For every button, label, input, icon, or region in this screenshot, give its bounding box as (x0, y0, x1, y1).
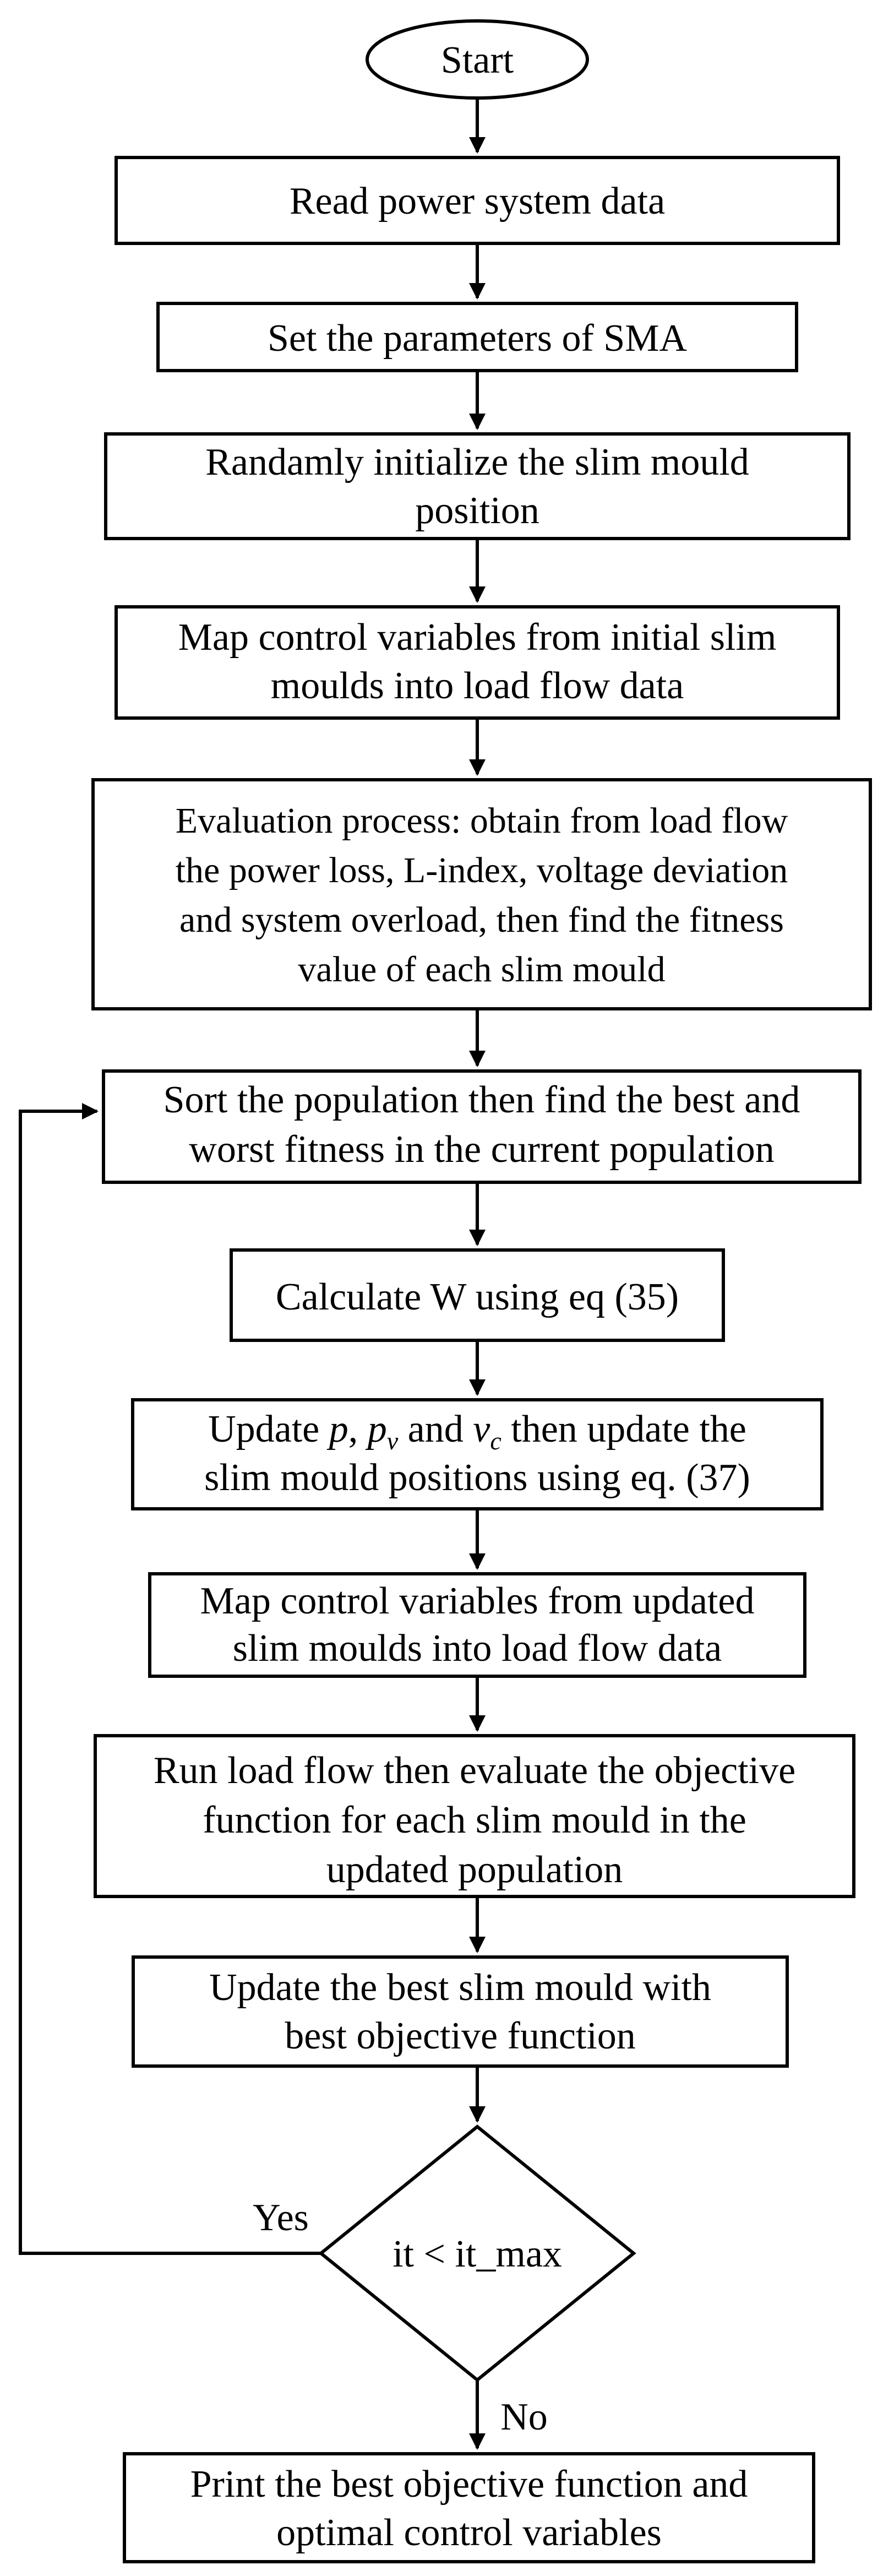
update-parameters-line-1: Update p, pv and vc then update the (208, 1408, 746, 1455)
map-updated-line-2: slim moulds into load flow data (233, 1627, 722, 1670)
map-initial-line-1: Map control variables from initial slim (178, 616, 777, 659)
calculate-w-step: Calculate W using eq (35) (230, 1248, 725, 1342)
evaluation-line-1: Evaluation process: obtain from load flo… (176, 801, 788, 841)
no-label: No (500, 2396, 548, 2438)
sort-population-line-2: worst fitness in the current population (189, 1128, 774, 1171)
decision-node: it < it_max (318, 2124, 636, 2382)
evaluation-step: Evaluation process: obtain from load flo… (91, 778, 872, 1010)
sort-population-step: Sort the population then find the best a… (102, 1069, 862, 1184)
initialize-position-line-1: Randamly initialize the slim mould (205, 441, 749, 483)
read-data-step: Read power system data (115, 156, 840, 245)
run-load-flow-line-3: updated population (326, 1849, 623, 1891)
map-updated-step: Map control variables from updated slim … (148, 1572, 806, 1678)
start-label: Start (441, 39, 514, 81)
update-best-line-1: Update the best slim mould with (209, 1966, 711, 2009)
print-result-line-2: optimal control variables (276, 2512, 662, 2554)
read-data-label: Read power system data (290, 180, 665, 222)
map-updated-line-1: Map control variables from updated (200, 1580, 755, 1622)
update-parameters-step: Update p, pv and vc then update the slim… (131, 1398, 824, 1510)
evaluation-line-3: and system overload, then find the fitne… (179, 900, 784, 940)
update-parameters-line-2: slim mould positions using eq. (37) (204, 1457, 750, 1499)
update-best-step: Update the best slim mould with best obj… (132, 1955, 789, 2068)
update-best-line-2: best objective function (285, 2015, 636, 2057)
decision-label: it < it_max (393, 2233, 562, 2275)
run-load-flow-step: Run load flow then evaluate the objectiv… (94, 1734, 855, 1898)
run-load-flow-line-1: Run load flow then evaluate the objectiv… (154, 1749, 795, 1792)
set-parameters-step: Set the parameters of SMA (156, 302, 798, 372)
initialize-position-step: Randamly initialize the slim mould posit… (104, 432, 851, 540)
calculate-w-label: Calculate W using eq (35) (276, 1276, 679, 1318)
print-result-step: Print the best objective function and op… (123, 2452, 815, 2563)
evaluation-line-2: the power loss, L-index, voltage deviati… (176, 850, 788, 890)
run-load-flow-line-2: function for each slim mould in the (203, 1799, 746, 1841)
map-initial-step: Map control variables from initial slim … (115, 605, 840, 720)
start-node: Start (366, 19, 589, 100)
map-initial-line-2: moulds into load flow data (271, 665, 684, 707)
sort-population-line-1: Sort the population then find the best a… (163, 1079, 800, 1121)
yes-label: Yes (253, 2197, 309, 2239)
set-parameters-label: Set the parameters of SMA (268, 317, 687, 360)
arrow-yes-loop-to-sort (19, 1103, 321, 2255)
print-result-line-1: Print the best objective function and (190, 2463, 748, 2506)
initialize-position-line-2: position (415, 490, 539, 532)
evaluation-line-4: value of each slim mould (298, 949, 665, 990)
